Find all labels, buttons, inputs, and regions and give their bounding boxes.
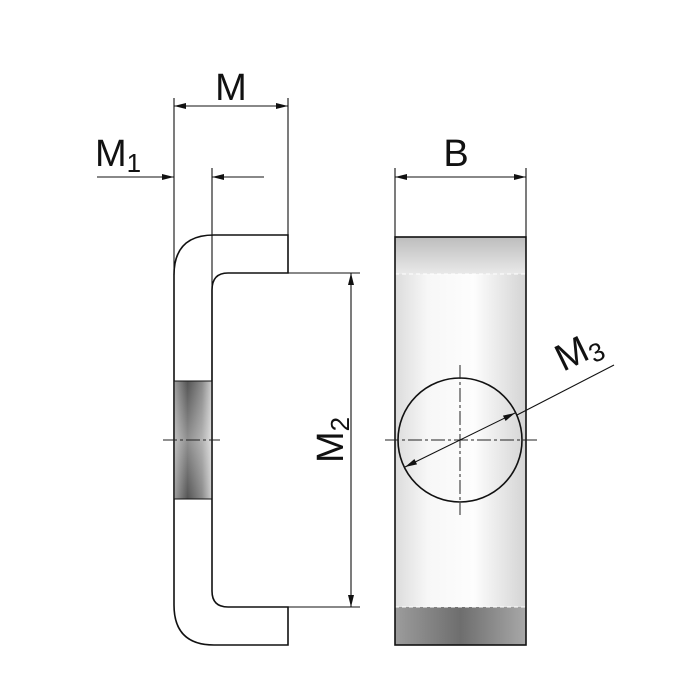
dimension-m-label: M <box>215 67 247 109</box>
dimension-m3-diameter-line <box>404 412 516 468</box>
dimension-m1-base: M <box>95 133 127 175</box>
dimension-m2: M2 <box>288 272 360 608</box>
dimension-m3-label: M3 <box>549 322 610 383</box>
dimension-m1: M1 <box>95 133 264 381</box>
dimension-b: B <box>394 133 527 237</box>
dimension-m2-subscript: 2 <box>325 417 355 431</box>
front-view-bottom-chamfer <box>395 607 526 645</box>
dimension-m1-subscript: 1 <box>127 148 141 178</box>
front-view-outline <box>394 236 527 646</box>
dimension-m3-base: M <box>549 328 596 380</box>
front-view-top-chamfer <box>395 237 526 274</box>
front-view <box>385 236 538 646</box>
dimension-m: M <box>173 67 289 275</box>
side-view <box>163 234 289 646</box>
side-view-body <box>173 234 289 646</box>
dimension-m1-label: M1 <box>95 133 141 178</box>
dimension-m2-label: M2 <box>310 417 355 463</box>
dimension-m2-base: M <box>310 431 352 463</box>
dimension-m3-leader <box>516 364 615 416</box>
dimension-b-label: B <box>443 133 468 175</box>
